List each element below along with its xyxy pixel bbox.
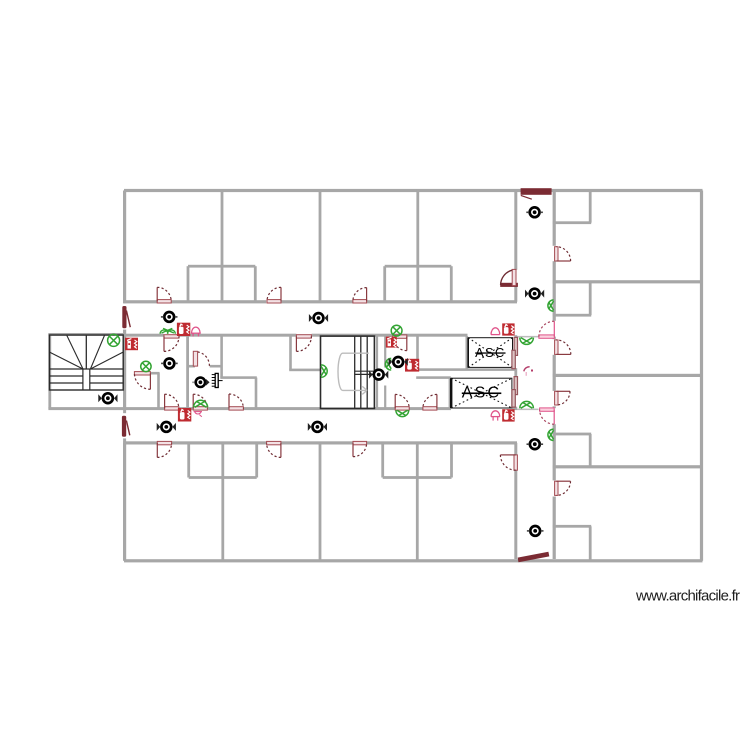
svg-text:ASC: ASC bbox=[475, 345, 505, 360]
svg-text:ASC: ASC bbox=[462, 385, 502, 402]
svg-text:www.archifacile.fr: www.archifacile.fr bbox=[635, 588, 740, 605]
